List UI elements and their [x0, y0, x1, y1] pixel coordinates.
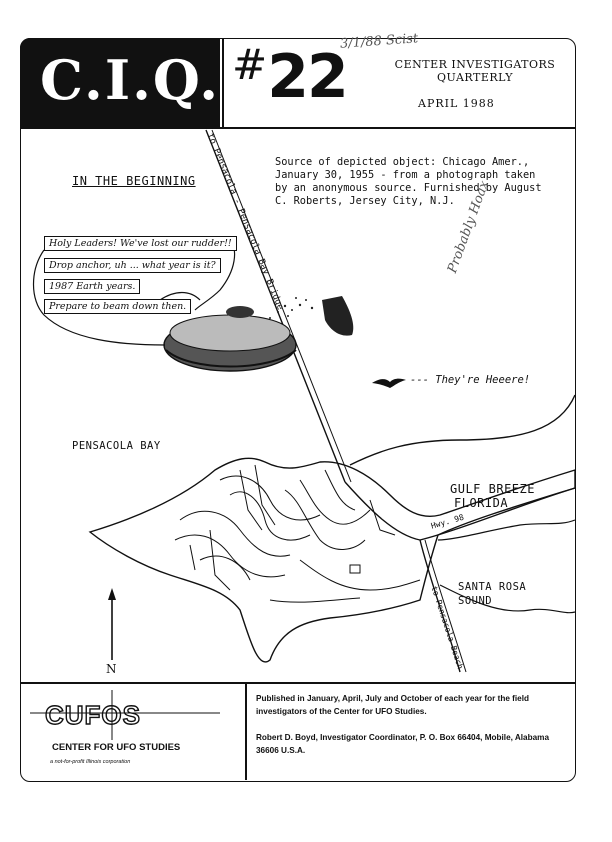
speech-bubble-3: 1987 Earth years. [44, 279, 141, 294]
footer-rule [20, 682, 576, 684]
ciq-logo: C.I.Q. [40, 48, 221, 112]
anchor-object [269, 296, 354, 336]
north-arrow-icon [108, 588, 116, 660]
hwy-98 [344, 481, 576, 541]
publication-title: CENTER INVESTIGATORS QUARTERLY [394, 58, 556, 84]
publication-note: Published in January, April, July and Oc… [256, 694, 529, 716]
peninsula-outline [88, 457, 576, 663]
bay-bridge-edge [211, 129, 352, 483]
bird-icon [372, 378, 406, 388]
beach-road-edge [424, 539, 467, 673]
header-divider [222, 38, 224, 128]
bay-shoreline [349, 394, 576, 466]
issue-number: #22 [232, 40, 349, 112]
ufo-drawing [163, 306, 297, 372]
org-tagline: a not-for-profit Illinois corporation [50, 759, 131, 765]
north-label: N [106, 662, 117, 676]
masthead-block [20, 38, 220, 128]
speech-bubble-1: Holy Leaders! We've lost our rudder!! [44, 236, 237, 251]
org-name: CENTER FOR UFO STUDIES [52, 742, 181, 753]
speech-bubble-2: Drop anchor, uh ... what year is it? [44, 258, 221, 273]
sound-label: SANTA ROSA SOUND [458, 581, 527, 607]
issue-date: APRIL 1988 [418, 97, 495, 110]
town-label: GULF BREEZE FLORIDA [450, 482, 535, 510]
bay-label: PENSACOLA BAY [72, 440, 161, 452]
header-bottom-rule [20, 127, 576, 129]
street-network [174, 464, 421, 603]
footer-divider [245, 682, 247, 780]
sound-shoreline [439, 584, 576, 614]
contact-info: Robert D. Boyd, Investigator Coordinator… [256, 733, 549, 755]
south-shoreline [437, 519, 576, 541]
cufos-logo: CUFOS [44, 699, 141, 730]
bay-bridge [205, 129, 346, 483]
bird-caption: --- They're Heeere! [410, 374, 531, 386]
beach-road [419, 539, 461, 673]
headline: IN THE BEGINNING [72, 174, 196, 188]
speech-bubble-4: Prepare to beam down then. [44, 299, 192, 314]
source-caption: Source of depicted object: Chicago Amer.… [275, 156, 542, 207]
